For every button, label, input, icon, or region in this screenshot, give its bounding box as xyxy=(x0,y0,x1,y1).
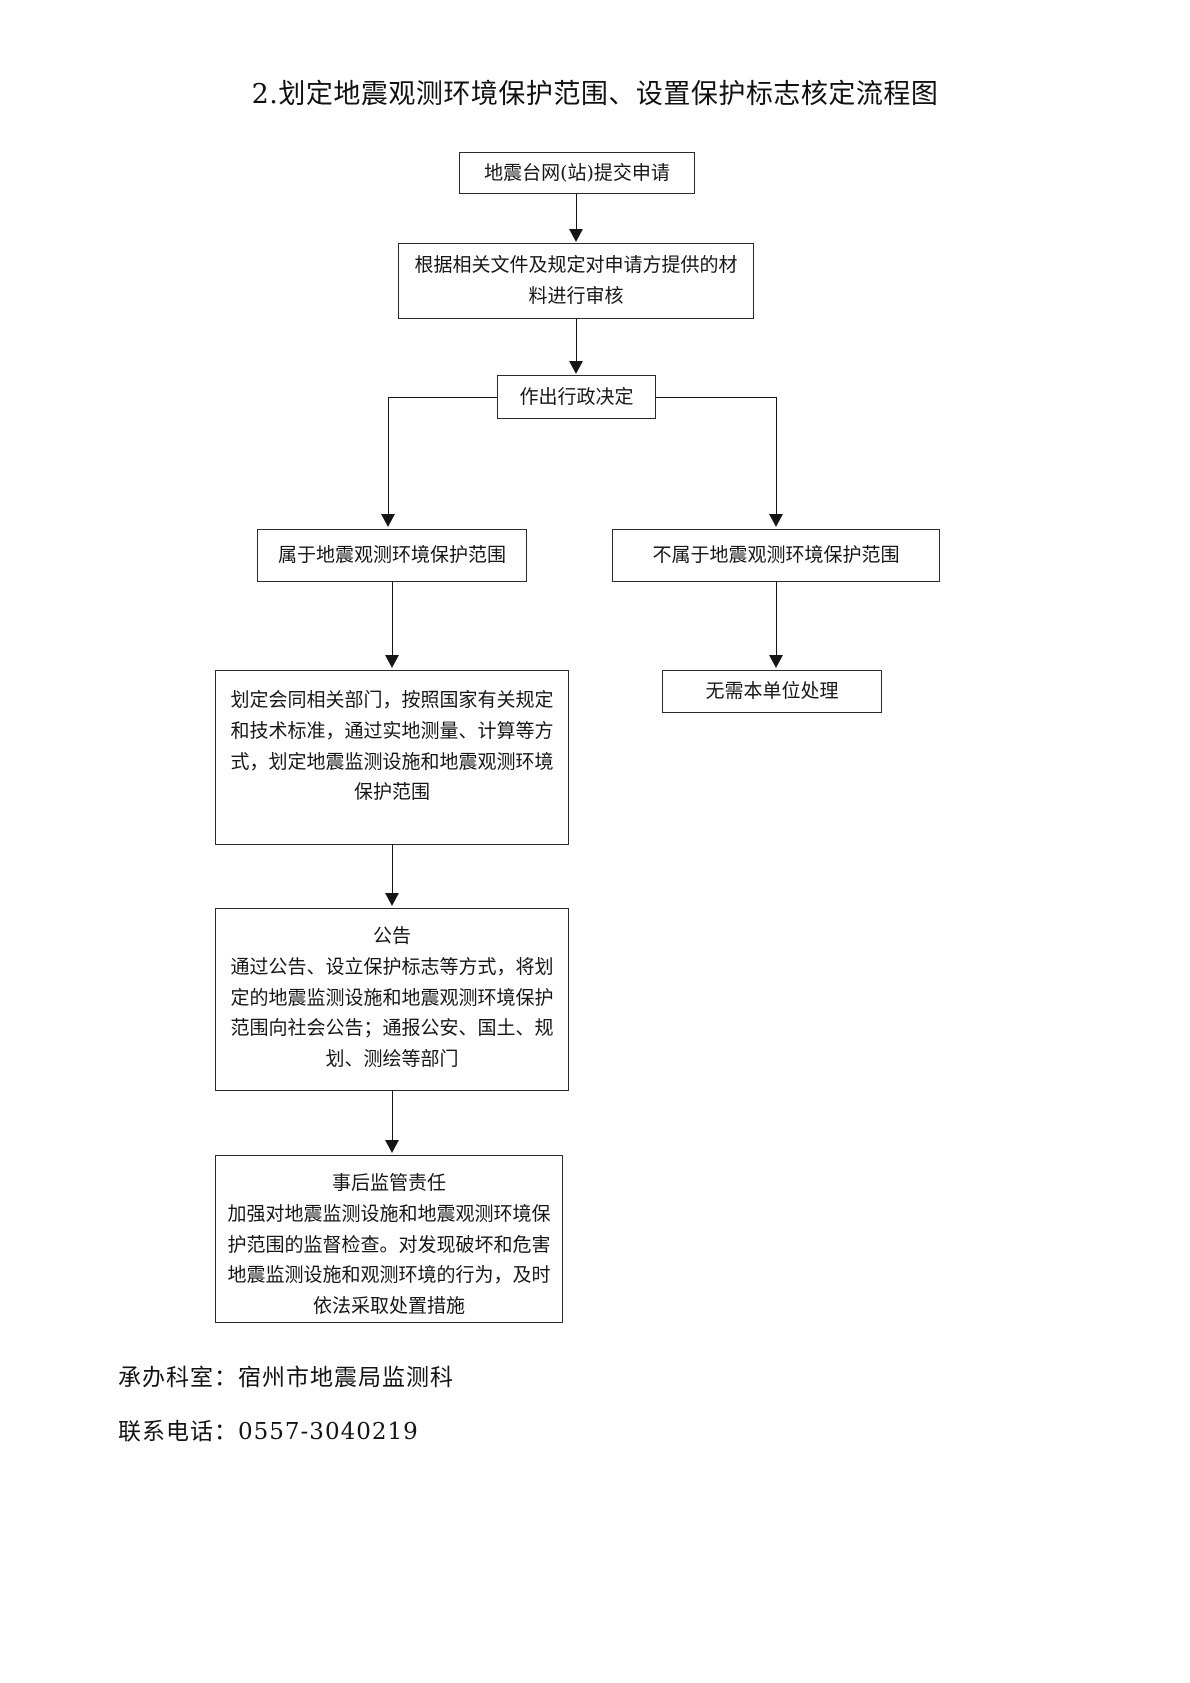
edge-decision-bus-right xyxy=(655,397,776,398)
footer-phone: 联系电话：0557-3040219 xyxy=(118,1419,419,1445)
flow-node-within-scope-label: 属于地震观测环境保护范围 xyxy=(277,544,506,567)
flow-node-outside-scope: 不属于地震观测环境保护范围 xyxy=(612,529,940,582)
flow-node-public-notice: 公告 通过公告、设立保护标志等方式，将划定的地震监测设施和地震观测环境保护范围向… xyxy=(215,908,569,1091)
edge-public-notice-to-supervision xyxy=(392,1091,393,1141)
edge-apply-to-review xyxy=(576,194,577,230)
edge-delimit-to-public-notice-arrow xyxy=(385,893,399,906)
flow-node-within-scope: 属于地震观测环境保护范围 xyxy=(257,529,527,582)
edge-apply-to-review-arrow xyxy=(569,229,583,242)
edge-within-to-delimit-arrow xyxy=(385,655,399,668)
edge-review-to-decision xyxy=(576,319,577,362)
flow-node-decision: 作出行政决定 xyxy=(497,375,656,419)
page-title: 2.划定地震观测环境保护范围、设置保护标志核定流程图 xyxy=(251,79,939,110)
edge-public-notice-to-supervision-arrow xyxy=(385,1140,399,1153)
flow-node-apply: 地震台网(站)提交申请 xyxy=(459,152,695,194)
footer-department: 承办科室：宿州市地震局监测科 xyxy=(118,1365,454,1391)
edge-decision-to-outside xyxy=(776,397,777,515)
flow-node-decision-label: 作出行政决定 xyxy=(519,385,634,408)
flow-node-outside-scope-label: 不属于地震观测环境保护范围 xyxy=(652,544,900,567)
flow-node-review: 根据相关文件及规定对申请方提供的材料进行审核 xyxy=(398,243,754,319)
flow-node-delimit: 划定会同相关部门，按照国家有关规定和技术标准，通过实地测量、计算等方式，划定地震… xyxy=(215,670,569,845)
edge-outside-to-no-handling xyxy=(776,582,777,656)
flow-node-review-label: 根据相关文件及规定对申请方提供的材料进行审核 xyxy=(414,254,738,307)
flow-node-apply-label: 地震台网(站)提交申请 xyxy=(484,161,670,184)
flow-node-public-notice-heading: 公告 xyxy=(372,925,411,947)
flow-node-post-supervision: 事后监管责任 加强对地震监测设施和地震观测环境保护范围的监督检查。对发现破坏和危… xyxy=(215,1155,563,1323)
edge-delimit-to-public-notice xyxy=(392,845,393,894)
edge-decision-to-within-arrow xyxy=(381,514,395,527)
flow-node-delimit-label: 划定会同相关部门，按照国家有关规定和技术标准，通过实地测量、计算等方式，划定地震… xyxy=(230,689,554,804)
flow-node-post-supervision-label: 加强对地震监测设施和地震观测环境保护范围的监督检查。对发现破坏和危害地震监测设施… xyxy=(227,1202,551,1318)
flow-node-post-supervision-heading: 事后监管责任 xyxy=(331,1172,446,1194)
flow-node-public-notice-label: 通过公告、设立保护标志等方式，将划定的地震监测设施和地震观测环境保护范围向社会公… xyxy=(230,955,554,1071)
edge-outside-to-no-handling-arrow xyxy=(769,655,783,668)
edge-decision-bus-left xyxy=(388,397,498,398)
flow-node-no-handling-label: 无需本单位处理 xyxy=(705,680,839,703)
edge-review-to-decision-arrow xyxy=(569,361,583,374)
edge-decision-to-within xyxy=(388,397,389,515)
edge-within-to-delimit xyxy=(392,582,393,656)
flow-node-no-handling: 无需本单位处理 xyxy=(662,670,882,713)
edge-decision-to-outside-arrow xyxy=(769,514,783,527)
